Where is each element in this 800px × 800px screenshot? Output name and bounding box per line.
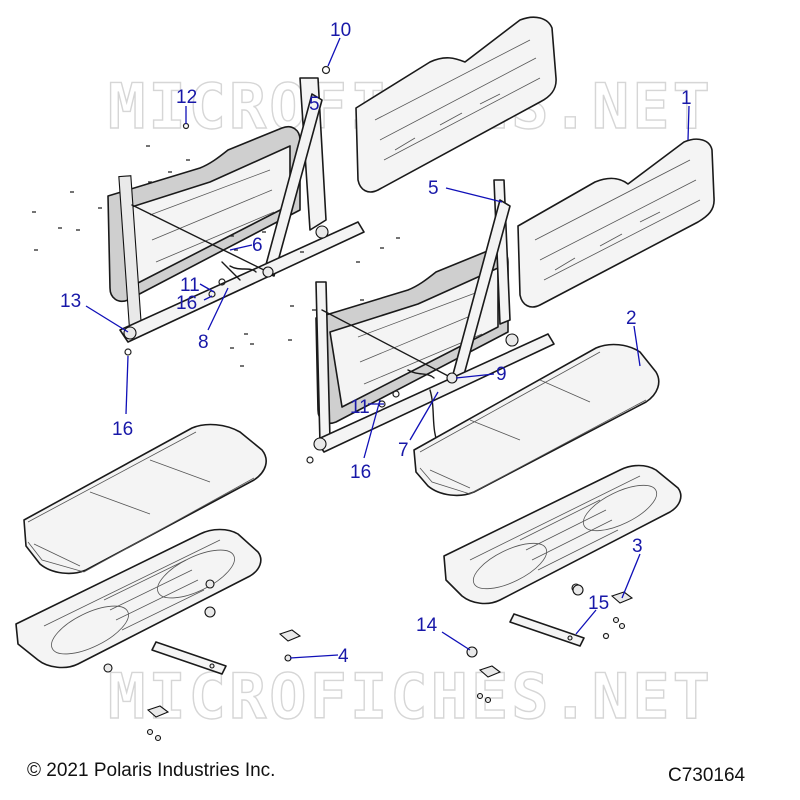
part-1-seat-back-cushion-upper [355, 16, 557, 193]
callout-3: 3 [632, 536, 643, 557]
leader-lines [85, 37, 690, 659]
callout-14: 14 [416, 615, 438, 636]
callout-1: 1 [681, 88, 692, 109]
left-seat-back-frame [107, 77, 365, 343]
callout-labels: 1 2 3 4 5 5 6 7 8 9 10 11 11 12 13 14 15… [60, 20, 692, 667]
part-4-clip-hardware [146, 591, 634, 742]
callout-15: 15 [588, 593, 609, 614]
part-3-seat-pan-left [15, 528, 262, 673]
callout-7: 7 [398, 440, 409, 461]
callout-8: 8 [198, 332, 209, 353]
callout-11-right: 11 [350, 397, 370, 418]
part-2-seat-cushion-left [23, 423, 267, 575]
right-seat-back-frame [313, 179, 555, 453]
callout-9: 9 [496, 364, 507, 385]
callout-2: 2 [626, 308, 637, 329]
callout-5-right: 5 [428, 178, 439, 199]
support-bracket-left [151, 641, 227, 675]
callout-6: 6 [252, 235, 263, 256]
watermark-bottom: MICROFICHES.NET [108, 660, 713, 733]
part-14-grommet [204, 584, 584, 658]
part-15-support-bracket [509, 613, 585, 647]
callout-4: 4 [338, 646, 349, 667]
fastener-bolts [32, 65, 610, 640]
callout-16-lower-left: 16 [112, 419, 133, 440]
figure-id: C730164 [668, 765, 746, 786]
callout-11-left: 11 [180, 275, 200, 296]
callout-10: 10 [330, 20, 351, 41]
part-2-seat-cushion-right [413, 343, 660, 497]
callout-5-left: 5 [309, 94, 320, 115]
copyright-notice: © 2021 Polaris Industries Inc. [27, 760, 276, 781]
callout-16-lower-center: 16 [350, 462, 371, 483]
callout-12: 12 [176, 87, 197, 108]
callout-13: 13 [60, 291, 81, 312]
part-1-seat-back-cushion-lower [517, 138, 715, 308]
callout-16-upper: 16 [176, 293, 197, 314]
part-3-seat-pan-right [443, 464, 682, 605]
